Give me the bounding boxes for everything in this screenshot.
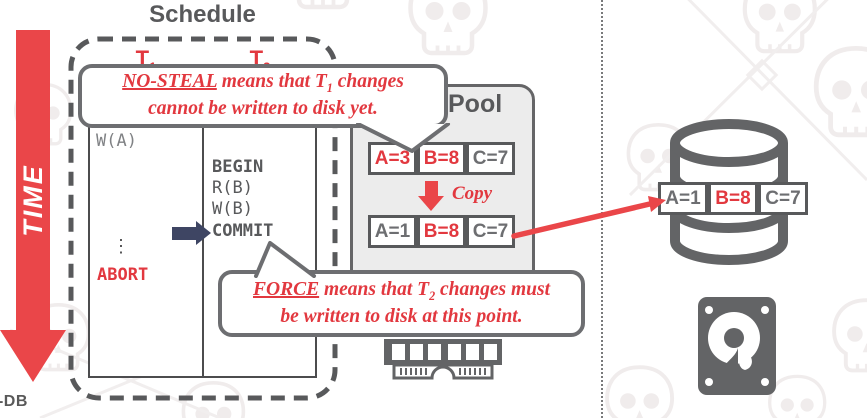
cmu-db-logo: CMU-DB: [0, 393, 28, 410]
force-callout-tail: [254, 241, 316, 278]
commit-pointer-arrowhead: [196, 221, 211, 245]
separator-dotted-line: [601, 0, 603, 418]
buffer-cell-c: C=7: [466, 142, 515, 175]
copy-label: Copy: [452, 183, 493, 204]
schedule-op-r-b: R(B): [212, 178, 253, 198]
no-steal-line2: cannot be written to disk yet.: [148, 98, 378, 120]
no-steal-callout: NO-STEAL means that T1 changes cannot be…: [78, 64, 448, 128]
no-steal-callout-tail: [356, 123, 450, 153]
schedule-op-w-a: W(A): [96, 131, 137, 151]
buffer-copy-cell-b: B=8: [417, 215, 466, 248]
copy-arrow: [425, 181, 438, 196]
commit-pointer-arrow: [172, 227, 196, 240]
disk-cell-b: B=8: [708, 182, 758, 215]
force-line1: FORCE means that T2 changes must: [253, 278, 550, 303]
time-arrow-head: [0, 330, 66, 382]
time-axis-label: TIME: [17, 163, 48, 237]
schedule-title: Schedule: [149, 1, 256, 28]
force-callout: FORCE means that T2 changes must be writ…: [218, 270, 585, 337]
copy-arrowhead: [418, 196, 444, 211]
buffer-pool-label: Pool: [448, 90, 503, 118]
no-steal-line1: NO-STEAL means that T1 changes: [122, 71, 404, 96]
ram-icon: [384, 339, 502, 380]
buffer-copy-cell-c: C=7: [466, 215, 515, 248]
schedule-ellipsis: ⋮: [112, 236, 130, 256]
schedule-op-begin: BEGIN: [212, 157, 264, 177]
schedule-op-commit: COMMIT: [212, 221, 274, 241]
time-arrow-shaft: [16, 30, 50, 332]
buffer-cell-b: B=8: [417, 142, 466, 175]
schedule-op-abort: ABORT: [97, 265, 149, 285]
hard-disk-icon: [698, 297, 776, 395]
disk-cell-c: C=7: [758, 182, 808, 215]
schedule-op-w-b: W(B): [212, 199, 253, 219]
buffer-copy-cell-a: A=1: [368, 215, 417, 248]
flush-to-disk-arrow: [511, 196, 666, 239]
force-line2: be written to disk at this point.: [280, 305, 523, 327]
